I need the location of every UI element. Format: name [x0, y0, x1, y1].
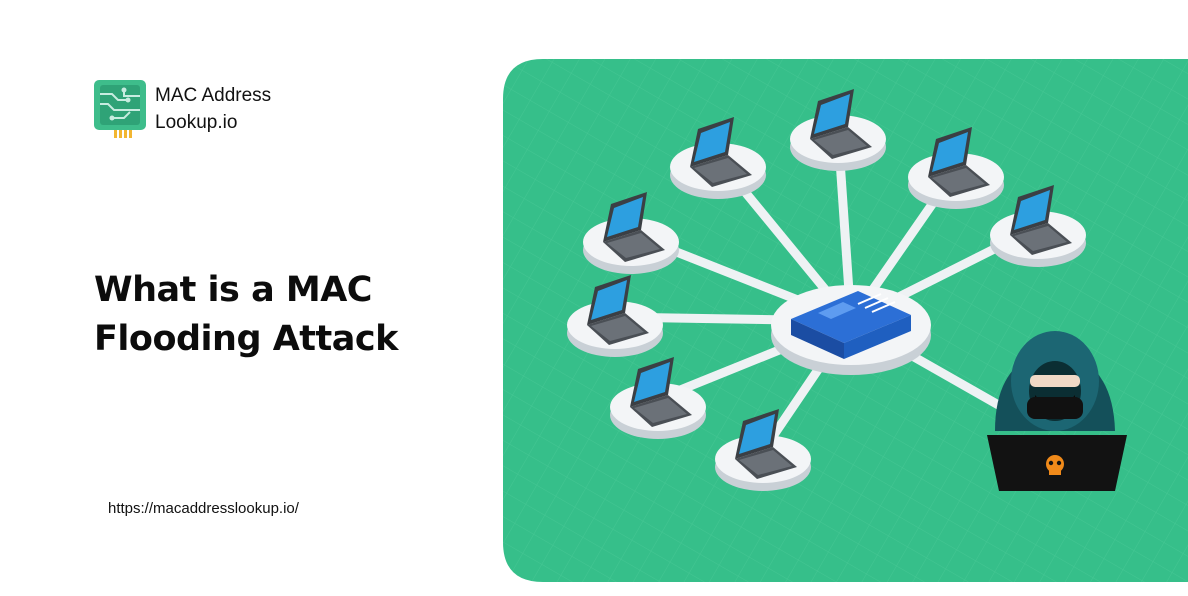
- page-title: What is a MAC Flooding Attack: [94, 266, 474, 364]
- page-title-line1: What is a MAC: [94, 270, 372, 310]
- brand-name-line2: Lookup.io: [155, 112, 238, 133]
- hooded-hacker-icon: [995, 331, 1115, 431]
- brand-name: MAC Address Lookup.io: [155, 82, 271, 136]
- skull-icon: [987, 435, 1127, 491]
- brand-name-line1: MAC Address: [155, 85, 272, 106]
- network-switch-icon: [791, 291, 911, 359]
- site-url-link[interactable]: https://macaddresslookup.io/: [108, 500, 299, 517]
- network-illustration: [503, 59, 1188, 582]
- page-title-line2: Flooding Attack: [94, 319, 398, 359]
- brand-logo[interactable]: MAC Address Lookup.io: [94, 80, 271, 138]
- circuit-chip-icon: [94, 80, 146, 138]
